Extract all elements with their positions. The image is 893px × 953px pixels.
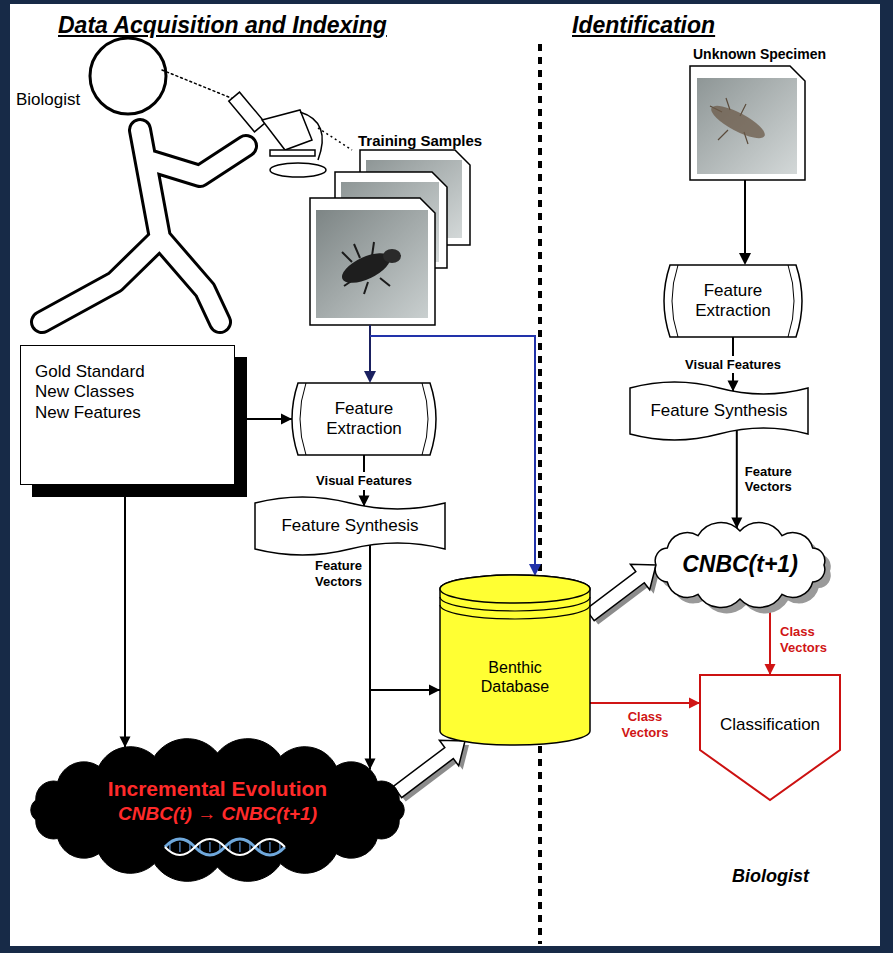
classification-pentagon: Classification bbox=[700, 675, 840, 800]
section-heading: Identification bbox=[572, 12, 715, 40]
microscope-icon bbox=[229, 92, 352, 177]
edge-label: Class Vectors bbox=[620, 708, 671, 741]
connector-line bbox=[590, 702, 700, 704]
image-label: Training Samples bbox=[358, 132, 482, 150]
training-sample-images bbox=[310, 150, 470, 325]
node-text: Feature Extraction bbox=[314, 399, 414, 440]
node-text: Benthic Database bbox=[470, 658, 560, 696]
connector bbox=[731, 430, 742, 529]
tape-outline bbox=[255, 497, 445, 555]
arrow-head bbox=[765, 664, 776, 675]
text-group: Feature Synthesis bbox=[650, 401, 787, 421]
block-arrow bbox=[586, 564, 660, 624]
edge-label: Feature Vectors bbox=[743, 463, 794, 496]
node-text: Feature Synthesis bbox=[650, 401, 787, 421]
synthesis-box: Feature Synthesis bbox=[630, 380, 808, 442]
process-box: Feature Extraction bbox=[290, 383, 438, 455]
process-inner-line bbox=[672, 265, 794, 337]
edge-label: Feature Vectors bbox=[313, 557, 364, 590]
node-text: CNBC(t+1) bbox=[682, 551, 798, 579]
process-box: Feature Extraction bbox=[662, 265, 804, 337]
text-group: Feature Extraction bbox=[683, 281, 783, 322]
node-text: Gold Standard New Classes New Features bbox=[35, 362, 160, 423]
dna-strand bbox=[165, 839, 285, 855]
text-group: Benthic Database bbox=[470, 658, 560, 696]
unknown-specimen-image bbox=[690, 66, 805, 180]
text-group: Classification bbox=[720, 715, 820, 735]
connector bbox=[590, 698, 700, 709]
database-cylinder: Benthic Database bbox=[440, 575, 590, 745]
process-inner-line bbox=[300, 383, 428, 455]
node-text: Feature Synthesis bbox=[281, 516, 418, 536]
biologist-figure bbox=[42, 38, 246, 322]
node-text: CNBC(t) → CNBC(t+1) bbox=[118, 803, 317, 826]
text-group: Gold Standard New Classes New Features bbox=[35, 362, 160, 423]
evolution-cloud: Incremental EvolutionCNBC(t) → CNBC(t+1) bbox=[15, 735, 420, 885]
connector bbox=[120, 485, 131, 748]
cloud-outline bbox=[655, 523, 825, 608]
node-text: Classification bbox=[720, 715, 820, 735]
connector bbox=[235, 414, 292, 425]
figure-label: Biologist bbox=[16, 90, 80, 110]
block-arrow-body bbox=[393, 740, 465, 797]
text-group: Feature Extraction bbox=[314, 399, 414, 440]
connector bbox=[370, 545, 440, 696]
connector-line bbox=[370, 545, 440, 690]
connector-line bbox=[736, 430, 738, 529]
cylinder-top bbox=[440, 575, 590, 603]
process-outline bbox=[292, 383, 436, 455]
text-group: CNBC(t+1) bbox=[682, 551, 798, 579]
cylinder-ring bbox=[440, 597, 590, 619]
shape-outline bbox=[700, 675, 840, 800]
block-arrow-body bbox=[586, 564, 656, 620]
pentagon-outline bbox=[700, 675, 840, 800]
text-group: Incremental EvolutionCNBC(t) → CNBC(t+1) bbox=[108, 776, 327, 826]
image-label: Unknown Specimen bbox=[693, 46, 826, 63]
edge-label: Visual Features bbox=[314, 472, 414, 490]
divider-line bbox=[538, 44, 542, 944]
arrow-head bbox=[281, 414, 292, 425]
node-text: Feature Extraction bbox=[683, 281, 783, 322]
edge-label: Visual Features bbox=[683, 356, 783, 374]
cloud-outline bbox=[31, 739, 404, 882]
dna-strand bbox=[165, 839, 285, 855]
arrow-head bbox=[120, 737, 131, 748]
cylinder-body bbox=[440, 575, 590, 745]
role-label: Biologist bbox=[732, 866, 809, 888]
section-heading: Data Acquisition and Indexing bbox=[58, 12, 387, 40]
connector-line bbox=[124, 485, 126, 748]
node-text: Incremental Evolution bbox=[108, 776, 327, 801]
process-outline bbox=[664, 265, 802, 337]
text-group: Feature Synthesis bbox=[281, 516, 418, 536]
input-box: Gold Standard New Classes New Features bbox=[20, 345, 235, 485]
block-arrow bbox=[393, 740, 469, 801]
classifier-cloud: CNBC(t+1) bbox=[640, 515, 840, 615]
tape-outline bbox=[630, 382, 808, 440]
arrow-head bbox=[689, 698, 700, 709]
edge-label: Class Vectors bbox=[778, 623, 829, 656]
arrow-head bbox=[429, 685, 440, 696]
synthesis-box: Feature Synthesis bbox=[255, 495, 445, 557]
connector bbox=[765, 605, 776, 675]
